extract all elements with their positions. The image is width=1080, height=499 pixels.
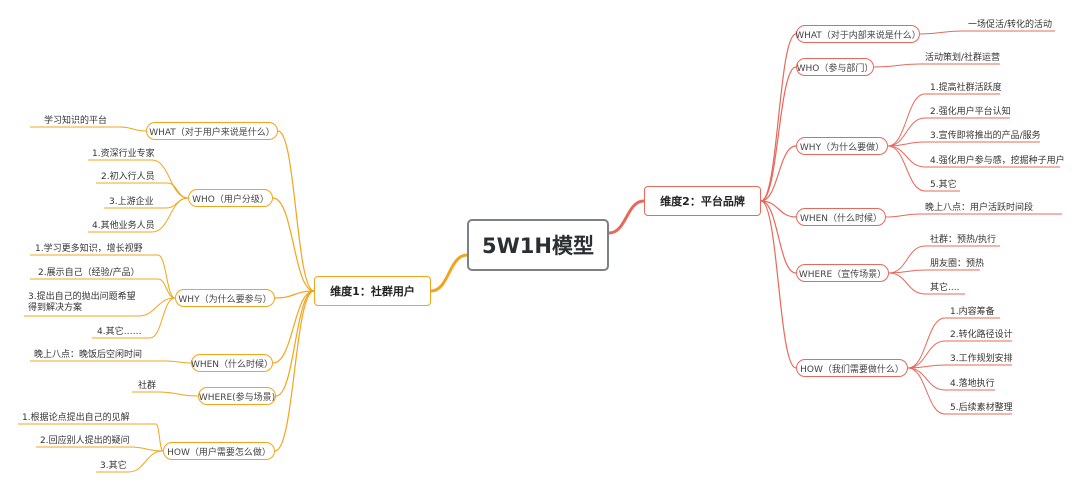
link-left-leaf-5-0 xyxy=(155,423,164,452)
right-leaf-when-1: 晚上八点：用户活跃时间段 xyxy=(925,203,1034,213)
right-leaf-who-1: 活动策划/社群运营 xyxy=(925,53,1001,63)
left-sub-where[interactable]: WHERE(参与场景) xyxy=(198,387,276,405)
link-root-left xyxy=(430,253,468,293)
link-right-leaf-2-4 xyxy=(887,145,926,192)
right-sub-what[interactable]: WHAT（对于内部来说是什么） xyxy=(795,25,921,43)
left-leaf-where-1: 社群 xyxy=(138,381,157,391)
root-node[interactable]: 5W1H模型 xyxy=(467,219,609,271)
link-right-leaf-2-0 xyxy=(887,93,926,147)
link-left-leaf-5-2 xyxy=(127,450,164,473)
left-leaf-who-4: 4.其他业务人员 xyxy=(92,221,155,231)
link-left-sub-2 xyxy=(274,290,315,299)
left-leaf-what-1: 学习知识的平台 xyxy=(44,116,108,126)
link-left-leaf-2-2 xyxy=(137,297,176,317)
link-right-sub-0 xyxy=(760,33,797,202)
link-right-leaf-5-0 xyxy=(907,317,946,369)
right-leaf-why-1: 1.提高社群活跃度 xyxy=(930,83,1002,93)
right-leaf-why-3: 3.宣传即将推出的产品/服务 xyxy=(930,131,1041,141)
link-left-leaf-2-0 xyxy=(157,254,176,299)
left-sub-what[interactable]: WHAT（对于用户来说是什么） xyxy=(146,122,278,140)
link-right-leaf-5-1 xyxy=(907,340,946,369)
right-sub-why[interactable]: WHY（为什么要做） xyxy=(796,137,888,155)
left-sub-when[interactable]: WHEN（什么时候） xyxy=(191,354,273,372)
right-leaf-how-4: 4.落地执行 xyxy=(950,379,995,389)
right-leaf-why-4: 4.强化用户参与感，挖掘种子用户 xyxy=(930,156,1065,166)
left-leaf-who-2: 2.初入行人员 xyxy=(101,172,155,182)
right-sub-where[interactable]: WHERE（宣传场景） xyxy=(796,264,889,282)
link-right-sub-3 xyxy=(760,200,797,218)
link-left-leaf-5-1 xyxy=(129,446,164,452)
right-leaf-what-1: 一场促活/转化的活动 xyxy=(968,20,1053,30)
left-leaf-who-1: 1.资深行业专家 xyxy=(92,149,155,159)
link-left-sub-5 xyxy=(274,290,315,452)
left-sub-how[interactable]: HOW（用户需要怎么做） xyxy=(163,442,275,460)
left-leaf-why-3: 3.提出自己的抛出问题希望得到解决方案 xyxy=(28,292,136,313)
link-left-leaf-3-0 xyxy=(165,360,192,364)
right-leaf-why-2: 2.强化用户平台认知 xyxy=(930,107,1011,117)
right-sub-how[interactable]: HOW（我们需要做什么） xyxy=(796,359,908,377)
link-right-sub-4 xyxy=(760,200,797,274)
link-right-leaf-5-3 xyxy=(907,367,946,391)
link-left-leaf-0-0 xyxy=(119,126,147,132)
link-left-leaf-2-1 xyxy=(157,278,176,299)
link-left-sub-4 xyxy=(275,290,315,397)
link-right-leaf-4-1 xyxy=(888,269,926,274)
left-leaf-why-1: 1.学习更多知识，增长视野 xyxy=(35,244,143,254)
link-right-leaf-1-0 xyxy=(873,63,921,68)
left-leaf-when-1: 晚上八点：晚饭后空闲时间 xyxy=(34,350,143,360)
right-leaf-where-2: 朋友圈：预热 xyxy=(930,259,985,269)
right-leaf-where-1: 社群：预热/执行 xyxy=(930,235,997,245)
link-left-sub-0 xyxy=(277,130,315,292)
link-left-leaf-1-3 xyxy=(151,197,189,233)
link-right-leaf-4-2 xyxy=(888,272,926,295)
right-leaf-how-3: 3.工作规划安排 xyxy=(950,354,1013,364)
link-left-sub-3 xyxy=(272,290,315,364)
link-right-sub-1 xyxy=(760,66,797,202)
link-right-sub-2 xyxy=(760,145,797,202)
link-left-leaf-2-3 xyxy=(149,297,176,339)
link-left-leaf-1-0 xyxy=(151,159,189,199)
right-leaf-how-2: 2.转化路径设计 xyxy=(950,330,1013,340)
left-sub-why[interactable]: WHY（为什么要参与） xyxy=(175,289,275,307)
left-leaf-why-2: 2.展示自己（经验/产品） xyxy=(38,268,140,278)
right-sub-when[interactable]: WHEN（什么时候） xyxy=(796,208,886,226)
link-right-leaf-2-1 xyxy=(887,117,926,147)
link-root-right xyxy=(608,199,645,235)
main-node-community-users[interactable]: 维度1：社群用户 xyxy=(314,276,431,306)
link-right-leaf-2-3 xyxy=(887,145,926,168)
link-left-sub-1 xyxy=(272,197,315,292)
left-leaf-how-3: 3.其它 xyxy=(100,461,127,471)
right-sub-who[interactable]: WHO（参与部门） xyxy=(796,58,874,76)
left-leaf-how-2: 2.回应别人提出的疑问 xyxy=(40,436,130,446)
left-leaf-who-3: 3.上游企业 xyxy=(109,197,154,207)
left-sub-who[interactable]: WHO（用户分级） xyxy=(188,189,273,207)
link-right-leaf-5-4 xyxy=(907,367,946,415)
right-leaf-why-5: 5.其它 xyxy=(930,180,957,190)
right-leaf-where-3: 其它.... xyxy=(930,283,960,293)
link-right-sub-5 xyxy=(760,200,797,369)
left-leaf-how-1: 1.根据论点提出自己的见解 xyxy=(22,413,130,423)
link-left-leaf-1-1 xyxy=(166,182,189,199)
link-right-leaf-0-0 xyxy=(919,30,963,35)
left-leaf-why-4: 4.其它…… xyxy=(97,327,142,337)
right-leaf-how-5: 5.后续素材整理 xyxy=(950,403,1013,413)
link-right-leaf-4-0 xyxy=(888,245,926,274)
link-left-leaf-4-0 xyxy=(157,391,199,397)
main-node-platform-brand[interactable]: 维度2：平台品牌 xyxy=(644,186,761,216)
right-leaf-how-1: 1.内容筹备 xyxy=(950,307,995,317)
link-right-leaf-3-0 xyxy=(885,213,921,218)
